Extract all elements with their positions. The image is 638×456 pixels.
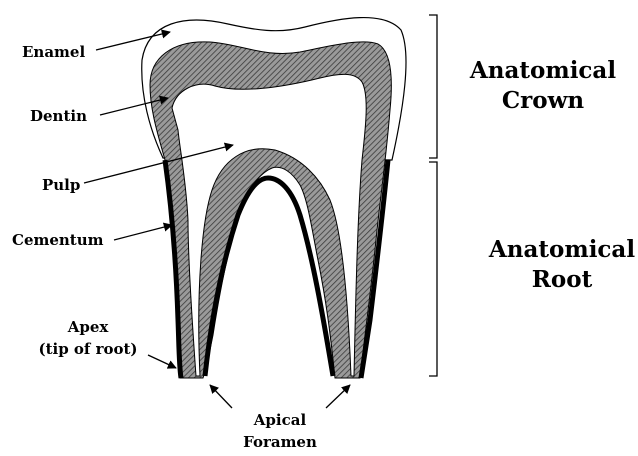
apical-foramen-pointer-right xyxy=(326,385,350,408)
apex-note-label: (tip of root) xyxy=(38,340,137,358)
root-region-label-line2: Root xyxy=(532,266,593,293)
enamel-label: Enamel xyxy=(22,43,85,61)
dentin-label: Dentin xyxy=(30,107,87,125)
root-bracket xyxy=(429,162,437,376)
crown-region-label-line2: Crown xyxy=(502,87,585,114)
apical-label: Apical xyxy=(253,411,307,429)
cementum-pointer xyxy=(114,225,172,240)
apex-label: Apex xyxy=(67,318,110,336)
foramen-label: Foramen xyxy=(243,433,317,451)
apical-foramen-pointer-left xyxy=(210,385,232,408)
apex-pointer xyxy=(148,355,176,368)
pulp-label: Pulp xyxy=(42,176,80,194)
crown-bracket xyxy=(429,15,437,158)
root-region-label-line1: Anatomical xyxy=(488,236,635,263)
cementum-label: Cementum xyxy=(12,231,104,249)
crown-region-label-line1: Anatomical xyxy=(469,57,616,84)
